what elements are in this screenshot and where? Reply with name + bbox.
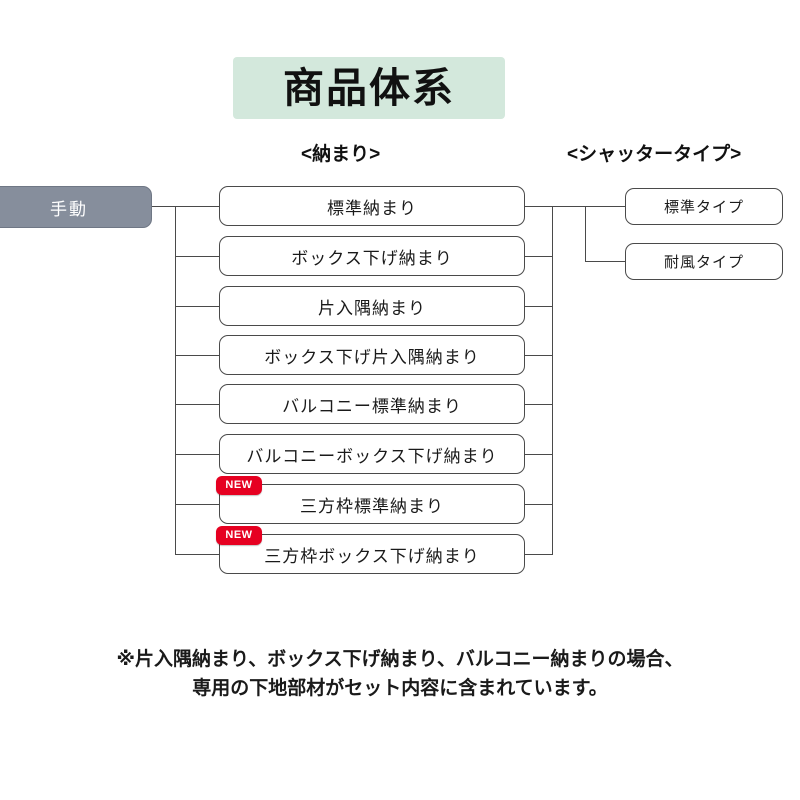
node-shutter-1[interactable]: 標準タイプ xyxy=(625,188,783,225)
footnote: ※片入隅納まり、ボックス下げ納まり、バルコニー納まりの場合、 専用の下地部材がセ… xyxy=(0,645,800,704)
connector-out-osamari-3 xyxy=(524,306,553,307)
node-label: バルコニー標準納まり xyxy=(282,396,462,416)
column-heading-osamari: <納まり> xyxy=(301,144,381,165)
connector-trunk-to-shutter xyxy=(552,206,586,207)
page-title: 商品体系 xyxy=(283,64,455,111)
connector-stub-shutter-1 xyxy=(585,206,626,207)
node-osamari-7[interactable]: 三方枠標準納まり xyxy=(219,484,525,524)
connector-out-osamari-2 xyxy=(524,256,553,257)
root-node-manual[interactable]: 手動 xyxy=(0,186,152,228)
new-badge-label: NEW xyxy=(225,479,253,491)
node-osamari-2[interactable]: ボックス下げ納まり xyxy=(219,236,525,276)
node-label: 三方枠標準納まり xyxy=(300,496,444,516)
node-label: ボックス下げ片入隅納まり xyxy=(264,347,480,367)
node-osamari-6[interactable]: バルコニーボックス下げ納まり xyxy=(219,434,525,474)
new-badge-osamari-7: NEW xyxy=(216,476,262,495)
connector-right-trunk xyxy=(552,206,553,554)
connector-stub-osamari-1 xyxy=(175,206,220,207)
connector-stub-osamari-4 xyxy=(175,355,220,356)
new-badge-label: NEW xyxy=(225,529,253,541)
new-badge-osamari-8: NEW xyxy=(216,526,262,545)
node-osamari-5[interactable]: バルコニー標準納まり xyxy=(219,384,525,424)
node-label: バルコニーボックス下げ納まり xyxy=(246,446,498,466)
footnote-line-2: 専用の下地部材がセット内容に含まれています。 xyxy=(192,678,608,700)
connector-root-to-trunk xyxy=(152,206,176,207)
connector-stub-shutter-2 xyxy=(585,261,626,262)
connector-stub-osamari-6 xyxy=(175,454,220,455)
connector-out-osamari-4 xyxy=(524,355,553,356)
connector-out-osamari-8 xyxy=(524,554,553,555)
connector-out-osamari-6 xyxy=(524,454,553,455)
node-label: 三方枠ボックス下げ納まり xyxy=(264,546,480,566)
connector-left-trunk xyxy=(175,206,176,554)
node-label: 標準タイプ xyxy=(663,199,744,216)
column-heading-shutter: <シャッタータイプ> xyxy=(567,144,742,165)
connector-stub-osamari-5 xyxy=(175,404,220,405)
root-node-label: 手動 xyxy=(50,199,88,219)
connector-out-osamari-7 xyxy=(524,504,553,505)
connector-out-osamari-5 xyxy=(524,404,553,405)
node-shutter-2[interactable]: 耐風タイプ xyxy=(625,243,783,280)
connector-shutter-trunk xyxy=(585,206,586,262)
node-label: ボックス下げ納まり xyxy=(291,248,453,268)
node-osamari-3[interactable]: 片入隅納まり xyxy=(219,286,525,326)
connector-out-osamari-1 xyxy=(524,206,553,207)
connector-stub-osamari-7 xyxy=(175,504,220,505)
node-label: 耐風タイプ xyxy=(663,254,744,271)
node-label: 片入隅納まり xyxy=(318,298,426,318)
footnote-line-1: ※片入隅納まり、ボックス下げ納まり、バルコニー納まりの場合、 xyxy=(116,649,684,670)
node-label: 標準納まり xyxy=(327,198,417,218)
connector-stub-osamari-3 xyxy=(175,306,220,307)
connector-stub-osamari-8 xyxy=(175,554,220,555)
connector-stub-osamari-2 xyxy=(175,256,220,257)
node-osamari-1[interactable]: 標準納まり xyxy=(219,186,525,226)
node-osamari-8[interactable]: 三方枠ボックス下げ納まり xyxy=(219,534,525,574)
node-osamari-4[interactable]: ボックス下げ片入隅納まり xyxy=(219,335,525,375)
diagram-title-banner: 商品体系 xyxy=(233,57,505,119)
